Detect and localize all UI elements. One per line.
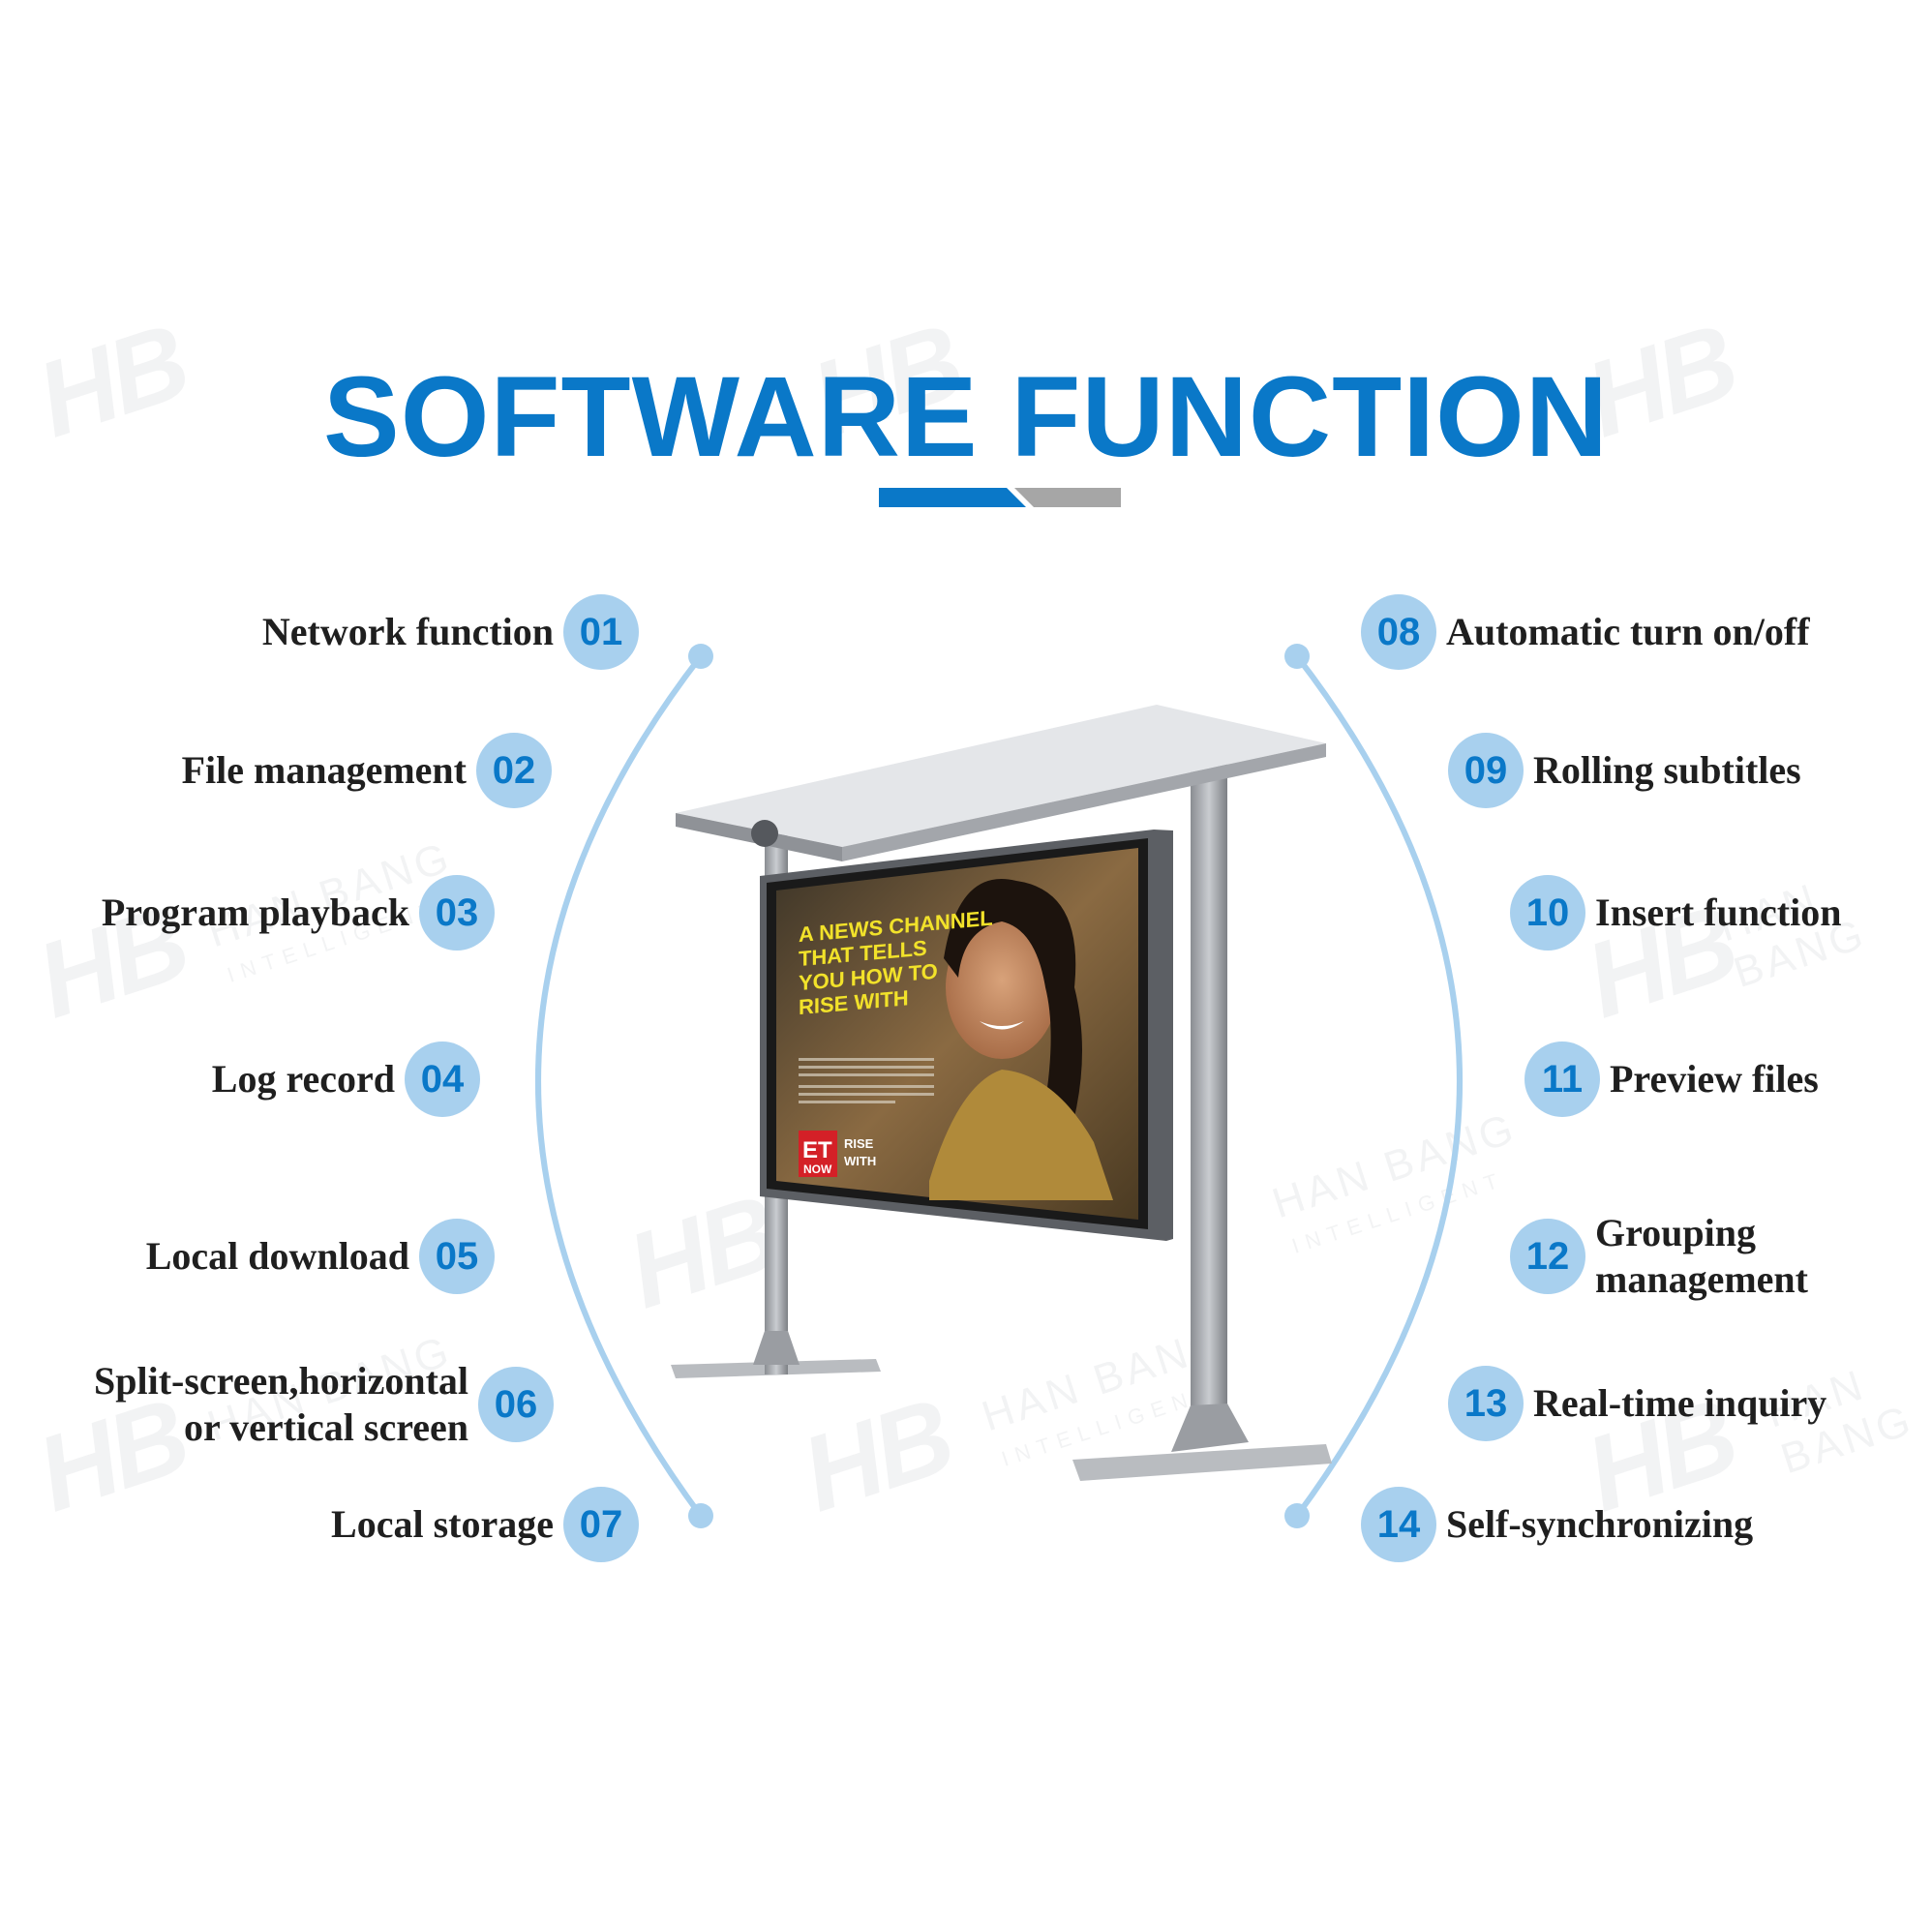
function-number-badge: 06 (478, 1367, 554, 1442)
function-item-preview-files: 11 Preview files (1524, 1041, 1819, 1118)
function-number-badge: 09 (1448, 733, 1524, 808)
function-number-badge: 07 (563, 1487, 639, 1562)
screen-tagline: WITH (844, 1154, 876, 1168)
function-number-badge: 14 (1361, 1487, 1436, 1562)
function-label: Self-synchronizing (1446, 1502, 1754, 1546)
function-number-badge: 12 (1510, 1219, 1585, 1294)
outdoor-kiosk-image: A NEWS CHANNEL THAT TELLS YOU HOW TO RIS… (671, 705, 1332, 1481)
function-item-network: Network function 01 (262, 593, 639, 671)
function-label: Real-time inquiry (1533, 1381, 1827, 1425)
left-arc (535, 654, 704, 1518)
function-item-self-synchronizing: 14 Self-synchronizing (1361, 1486, 1753, 1563)
screen-tagline: RISE (844, 1136, 874, 1151)
function-item-program-playback: Program playback 03 (102, 874, 495, 951)
left-arc-dot (688, 644, 713, 669)
function-label: Rolling subtitles (1533, 748, 1801, 792)
function-item-file-management: File management 02 (182, 732, 552, 809)
function-item-insert: 10 Insert function (1510, 874, 1841, 951)
function-number-badge: 02 (476, 733, 552, 808)
function-item-log-record: Log record 04 (212, 1041, 480, 1118)
logo-top: ET (802, 1137, 832, 1163)
et-now-logo (799, 1131, 837, 1177)
right-arc (1294, 654, 1463, 1518)
function-label: Program playback (101, 891, 409, 934)
right-arc-dot (1284, 1503, 1310, 1528)
function-label: Local download (145, 1234, 409, 1278)
function-label: Automatic turn on/off (1446, 610, 1810, 653)
function-label: Preview files (1610, 1057, 1819, 1101)
left-arc-dot (688, 1503, 713, 1528)
function-label: Network function (261, 610, 554, 653)
function-number-badge: 08 (1361, 594, 1436, 670)
function-number-badge: 04 (405, 1041, 480, 1117)
function-item-local-download: Local download 05 (146, 1218, 495, 1295)
function-number-badge: 03 (419, 875, 495, 951)
function-number-badge: 13 (1448, 1366, 1524, 1441)
right-arc-dot (1284, 644, 1310, 669)
logo-bottom: NOW (803, 1162, 832, 1176)
function-label: Log record (211, 1057, 395, 1101)
title-underline (879, 488, 1121, 507)
function-number-badge: 10 (1510, 875, 1585, 951)
page-title: SOFTWARE FUNCTION (322, 353, 1610, 481)
function-item-local-storage: Local storage 07 (331, 1486, 639, 1563)
function-label: File management (181, 748, 467, 792)
function-number-badge: 11 (1524, 1041, 1600, 1117)
function-item-real-time-inquiry: 13 Real-time inquiry (1448, 1365, 1826, 1442)
function-number-badge: 01 (563, 594, 639, 670)
function-number-badge: 05 (419, 1219, 495, 1294)
function-label: Local storage (331, 1502, 554, 1546)
function-item-rolling-subtitles: 09 Rolling subtitles (1448, 732, 1801, 809)
function-item-auto-turn-on-off: 08 Automatic turn on/off (1361, 593, 1810, 671)
function-label: Insert function (1595, 891, 1842, 934)
